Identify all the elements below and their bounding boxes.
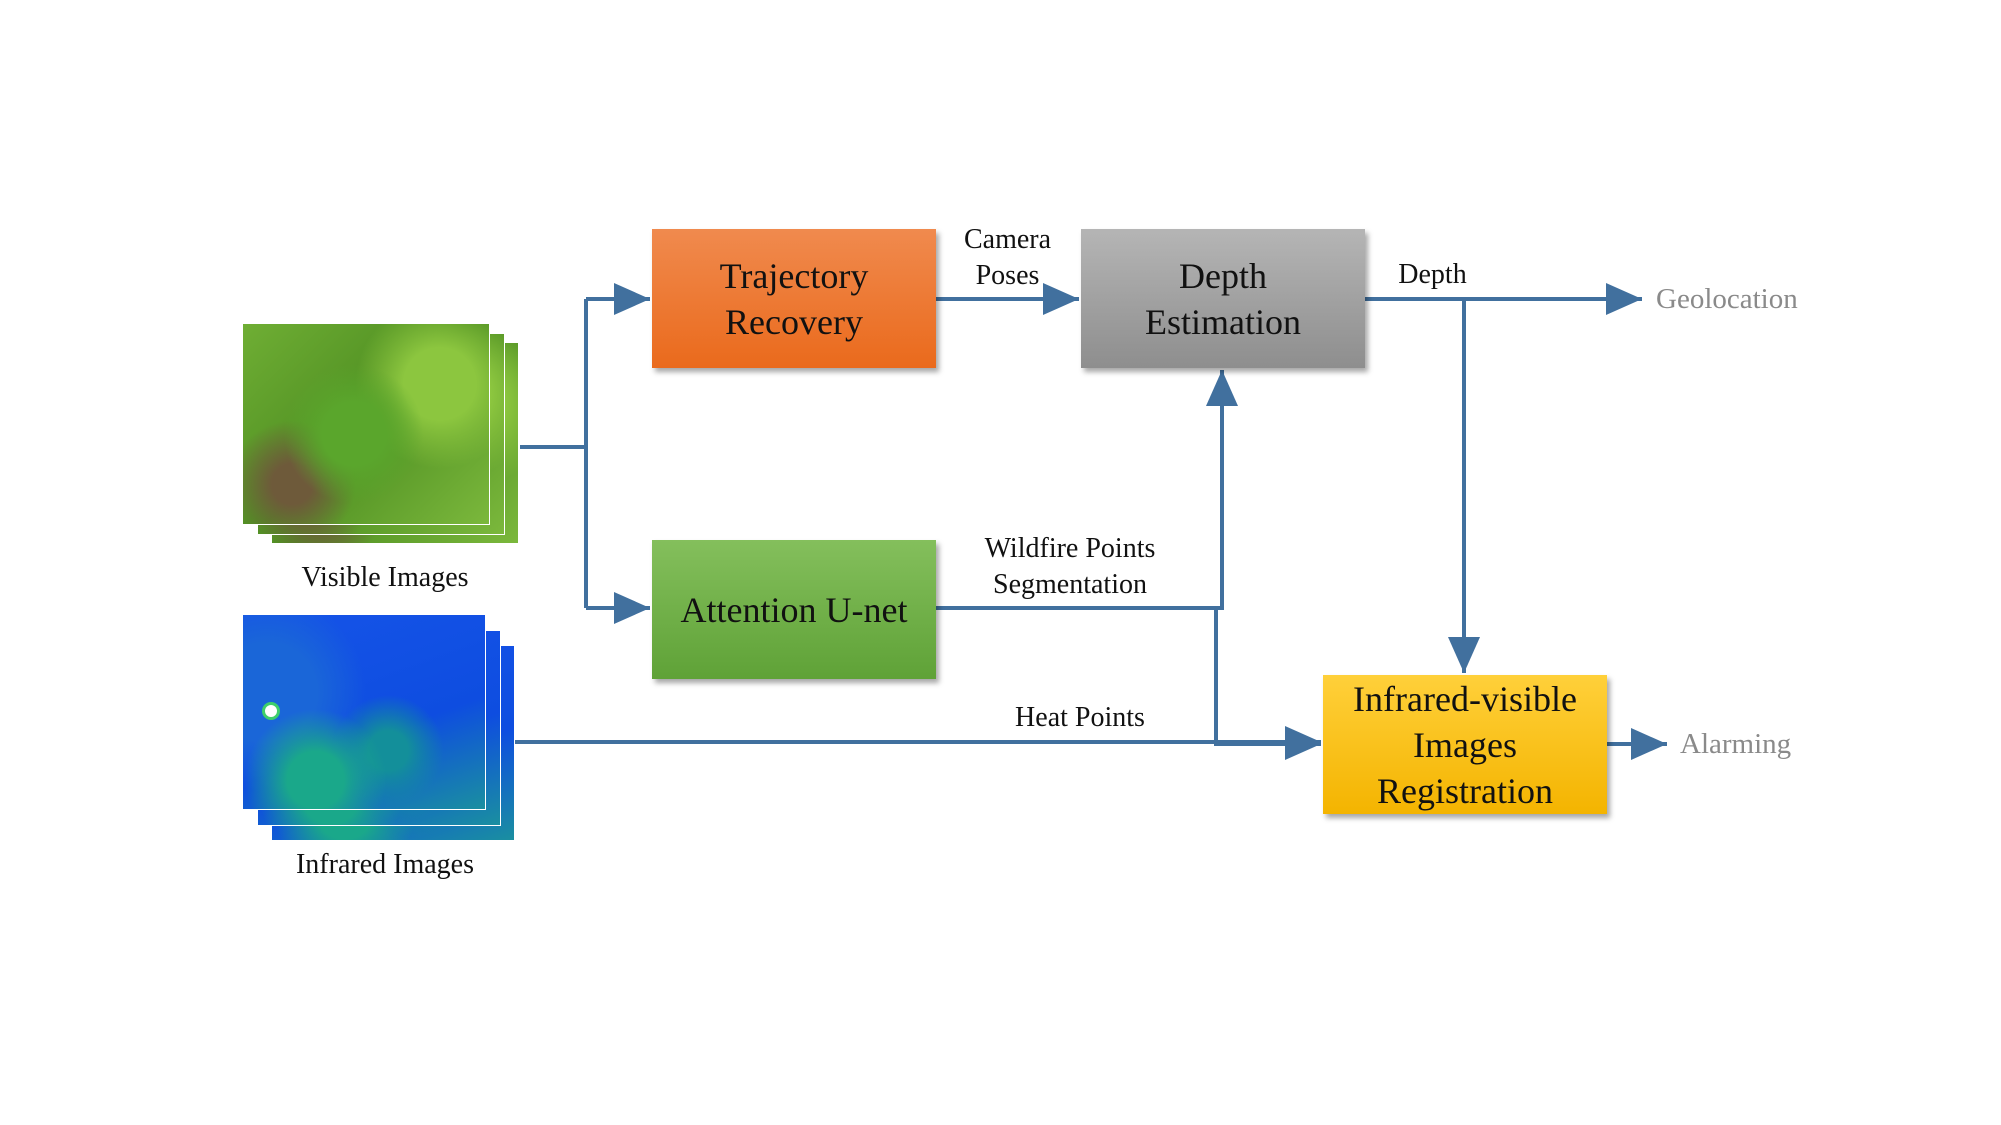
registration-box: Infrared-visible Images Registration (1323, 675, 1607, 814)
registration-line1: Infrared-visible (1353, 678, 1577, 719)
trajectory-recovery-line1: Trajectory (719, 255, 869, 296)
depth-estimation-line1: Depth (1179, 255, 1267, 296)
attention-unet-label: Attention U-net (680, 589, 908, 630)
camera-poses-line2: Poses (975, 260, 1040, 291)
trajectory-recovery-box: Trajectory Recovery (652, 229, 936, 368)
trajectory-recovery-line2: Recovery (725, 301, 863, 342)
camera-poses-line1: Camera (963, 224, 1052, 255)
registration-line3: Registration (1377, 770, 1553, 811)
geolocation-output: Geolocation (1656, 283, 1798, 315)
depth-estimation-line2: Estimation (1145, 301, 1301, 342)
registration-line2: Images (1413, 724, 1517, 765)
edge-seg-to-registration (1214, 608, 1321, 760)
attention-unet-box: Attention U-net (652, 540, 936, 679)
visible-image-front (242, 323, 490, 525)
depth-estimation-box: Depth Estimation (1081, 229, 1365, 368)
visible-images-label: Visible Images (301, 562, 469, 593)
hotspot-marker (265, 705, 277, 717)
wildfire-segmentation-label: Wildfire Points Segmentation (960, 531, 1180, 603)
wildfire-seg-line2: Segmentation (993, 569, 1147, 600)
edge-segmentation (936, 370, 1238, 610)
alarming-output: Alarming (1680, 728, 1792, 760)
depth-label: Depth (1398, 259, 1467, 290)
heat-points-label: Heat Points (1015, 702, 1145, 733)
camera-poses-label: Camera Poses (950, 222, 1065, 294)
infrared-images-label: Infrared Images (295, 849, 474, 880)
infrared-image-front (242, 614, 486, 810)
wildfire-seg-line1: Wildfire Points (984, 533, 1156, 564)
